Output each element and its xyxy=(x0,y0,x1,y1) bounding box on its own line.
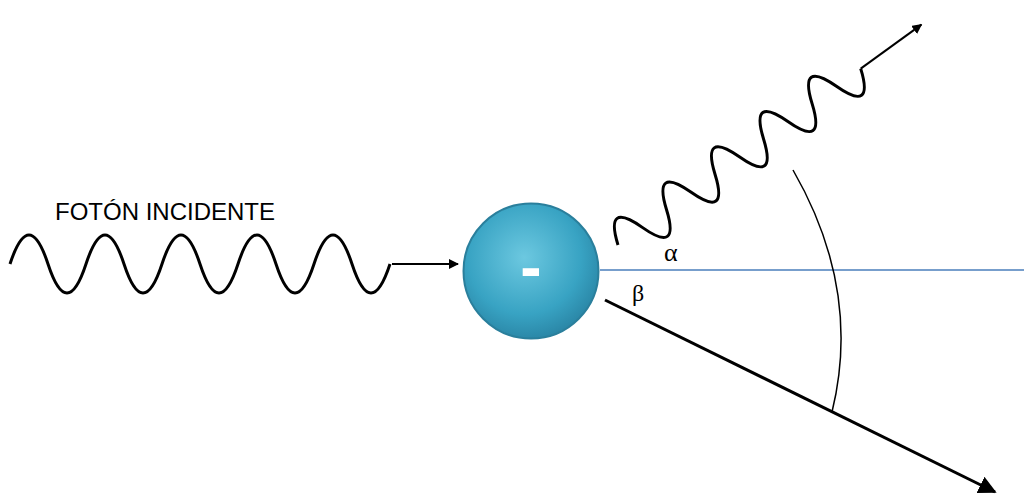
charge-sign: - xyxy=(520,235,541,299)
angle-arc xyxy=(793,170,841,412)
angle-label: β xyxy=(632,281,644,305)
axis-line xyxy=(600,269,1024,271)
photon-label: FOTÓN INCIDENTE xyxy=(55,200,275,224)
electron-path xyxy=(605,300,995,492)
electron-circle: - xyxy=(462,202,600,340)
incident-wave xyxy=(10,235,390,293)
angle-label: α xyxy=(664,240,678,266)
scattered-wave xyxy=(605,7,934,263)
incident-arrow xyxy=(392,263,458,265)
